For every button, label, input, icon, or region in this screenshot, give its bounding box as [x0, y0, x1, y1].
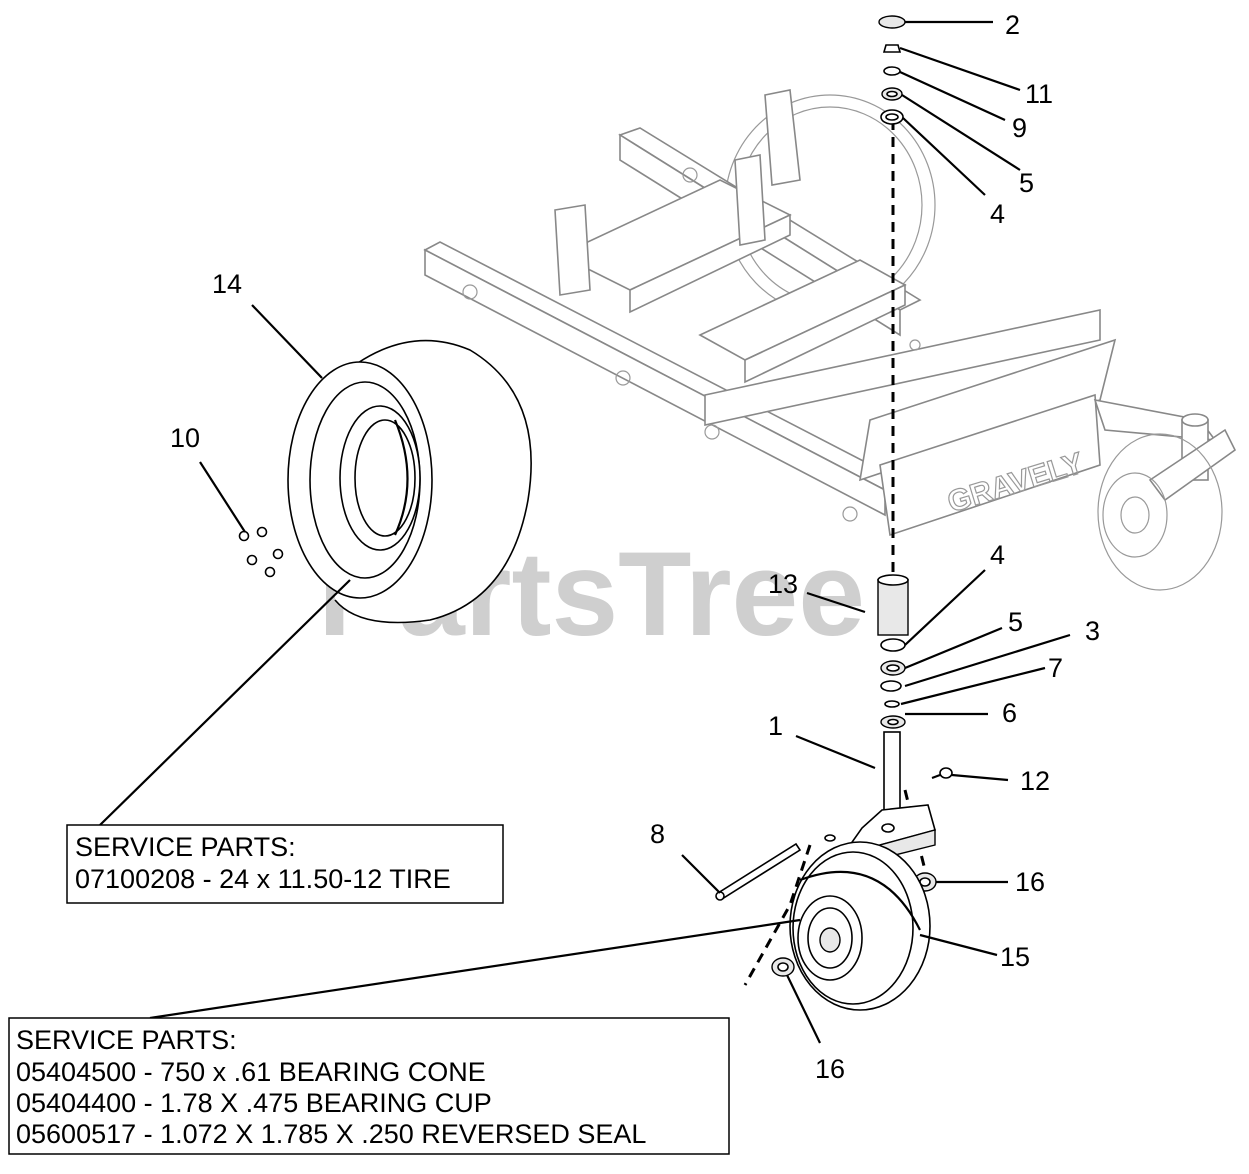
- part-9-washer: [883, 66, 901, 76]
- callout-15: 15: [1000, 942, 1030, 972]
- part-8-axle: [715, 842, 802, 901]
- callout-4-lower: 4: [990, 540, 1005, 570]
- part-7-ring: [880, 680, 902, 692]
- part-11-nut: [882, 44, 902, 53]
- axle-dashed-line-left: [743, 844, 812, 986]
- part-12-bolt: [931, 767, 953, 780]
- mower-frame: GRAVELY: [423, 89, 1237, 591]
- callout-14: 14: [212, 269, 242, 299]
- callout-6: 6: [1002, 698, 1017, 728]
- callout-3: 3: [1085, 616, 1100, 646]
- callout-16-bottom: 16: [815, 1054, 845, 1084]
- caster-box-line-1: 05404500 - 750 x .61 BEARING CONE: [16, 1057, 486, 1087]
- part-4-lower-cup: [880, 638, 906, 652]
- callout-9: 9: [1012, 113, 1027, 143]
- callout-4-upper: 4: [990, 199, 1005, 229]
- lower-stack: [877, 574, 909, 729]
- callout-7: 7: [1048, 653, 1063, 683]
- part-6-washer: [884, 700, 900, 708]
- part-2-cap: [878, 15, 906, 29]
- callout-1: 1: [768, 711, 783, 741]
- part-15-caster-wheel: [789, 841, 931, 1011]
- part-14-rear-tire: [287, 339, 532, 624]
- caster-box-line-3: 05600517 - 1.072 X 1.785 X .250 REVERSED…: [16, 1119, 646, 1149]
- leader-lines: [99, 20, 1071, 1044]
- callout-12: 12: [1020, 766, 1050, 796]
- callout-11: 11: [1025, 79, 1053, 109]
- callout-16-right: 16: [1015, 867, 1045, 897]
- caster-box-line-2: 05404400 - 1.78 X .475 BEARING CUP: [16, 1088, 492, 1118]
- part-16-spacers: [771, 872, 937, 977]
- tire-box-title: SERVICE PARTS:: [75, 832, 296, 862]
- tire-service-parts-box: SERVICE PARTS: 07100208 - 24 x 11.50-12 …: [66, 824, 504, 904]
- caster-service-parts-box: SERVICE PARTS: 05404500 - 750 x .61 BEAR…: [8, 1017, 730, 1155]
- part-10-lug-nuts: [238, 526, 284, 578]
- callout-2: 2: [1005, 10, 1020, 40]
- caster-box-title: SERVICE PARTS:: [16, 1025, 237, 1055]
- callout-10: 10: [170, 423, 200, 453]
- callout-8: 8: [650, 819, 665, 849]
- tire-box-line: 07100208 - 24 x 11.50-12 TIRE: [75, 864, 451, 894]
- callout-numbers: 2 11 9 5 4 14 10 4 13 5 3 7 6 1 12 8 16 …: [170, 10, 1100, 1084]
- part-13-spacer: [877, 579, 909, 636]
- upper-stack: [878, 15, 906, 125]
- callout-5-upper: 5: [1019, 168, 1034, 198]
- callout-13: 13: [768, 569, 798, 599]
- callout-5-lower: 5: [1008, 607, 1023, 637]
